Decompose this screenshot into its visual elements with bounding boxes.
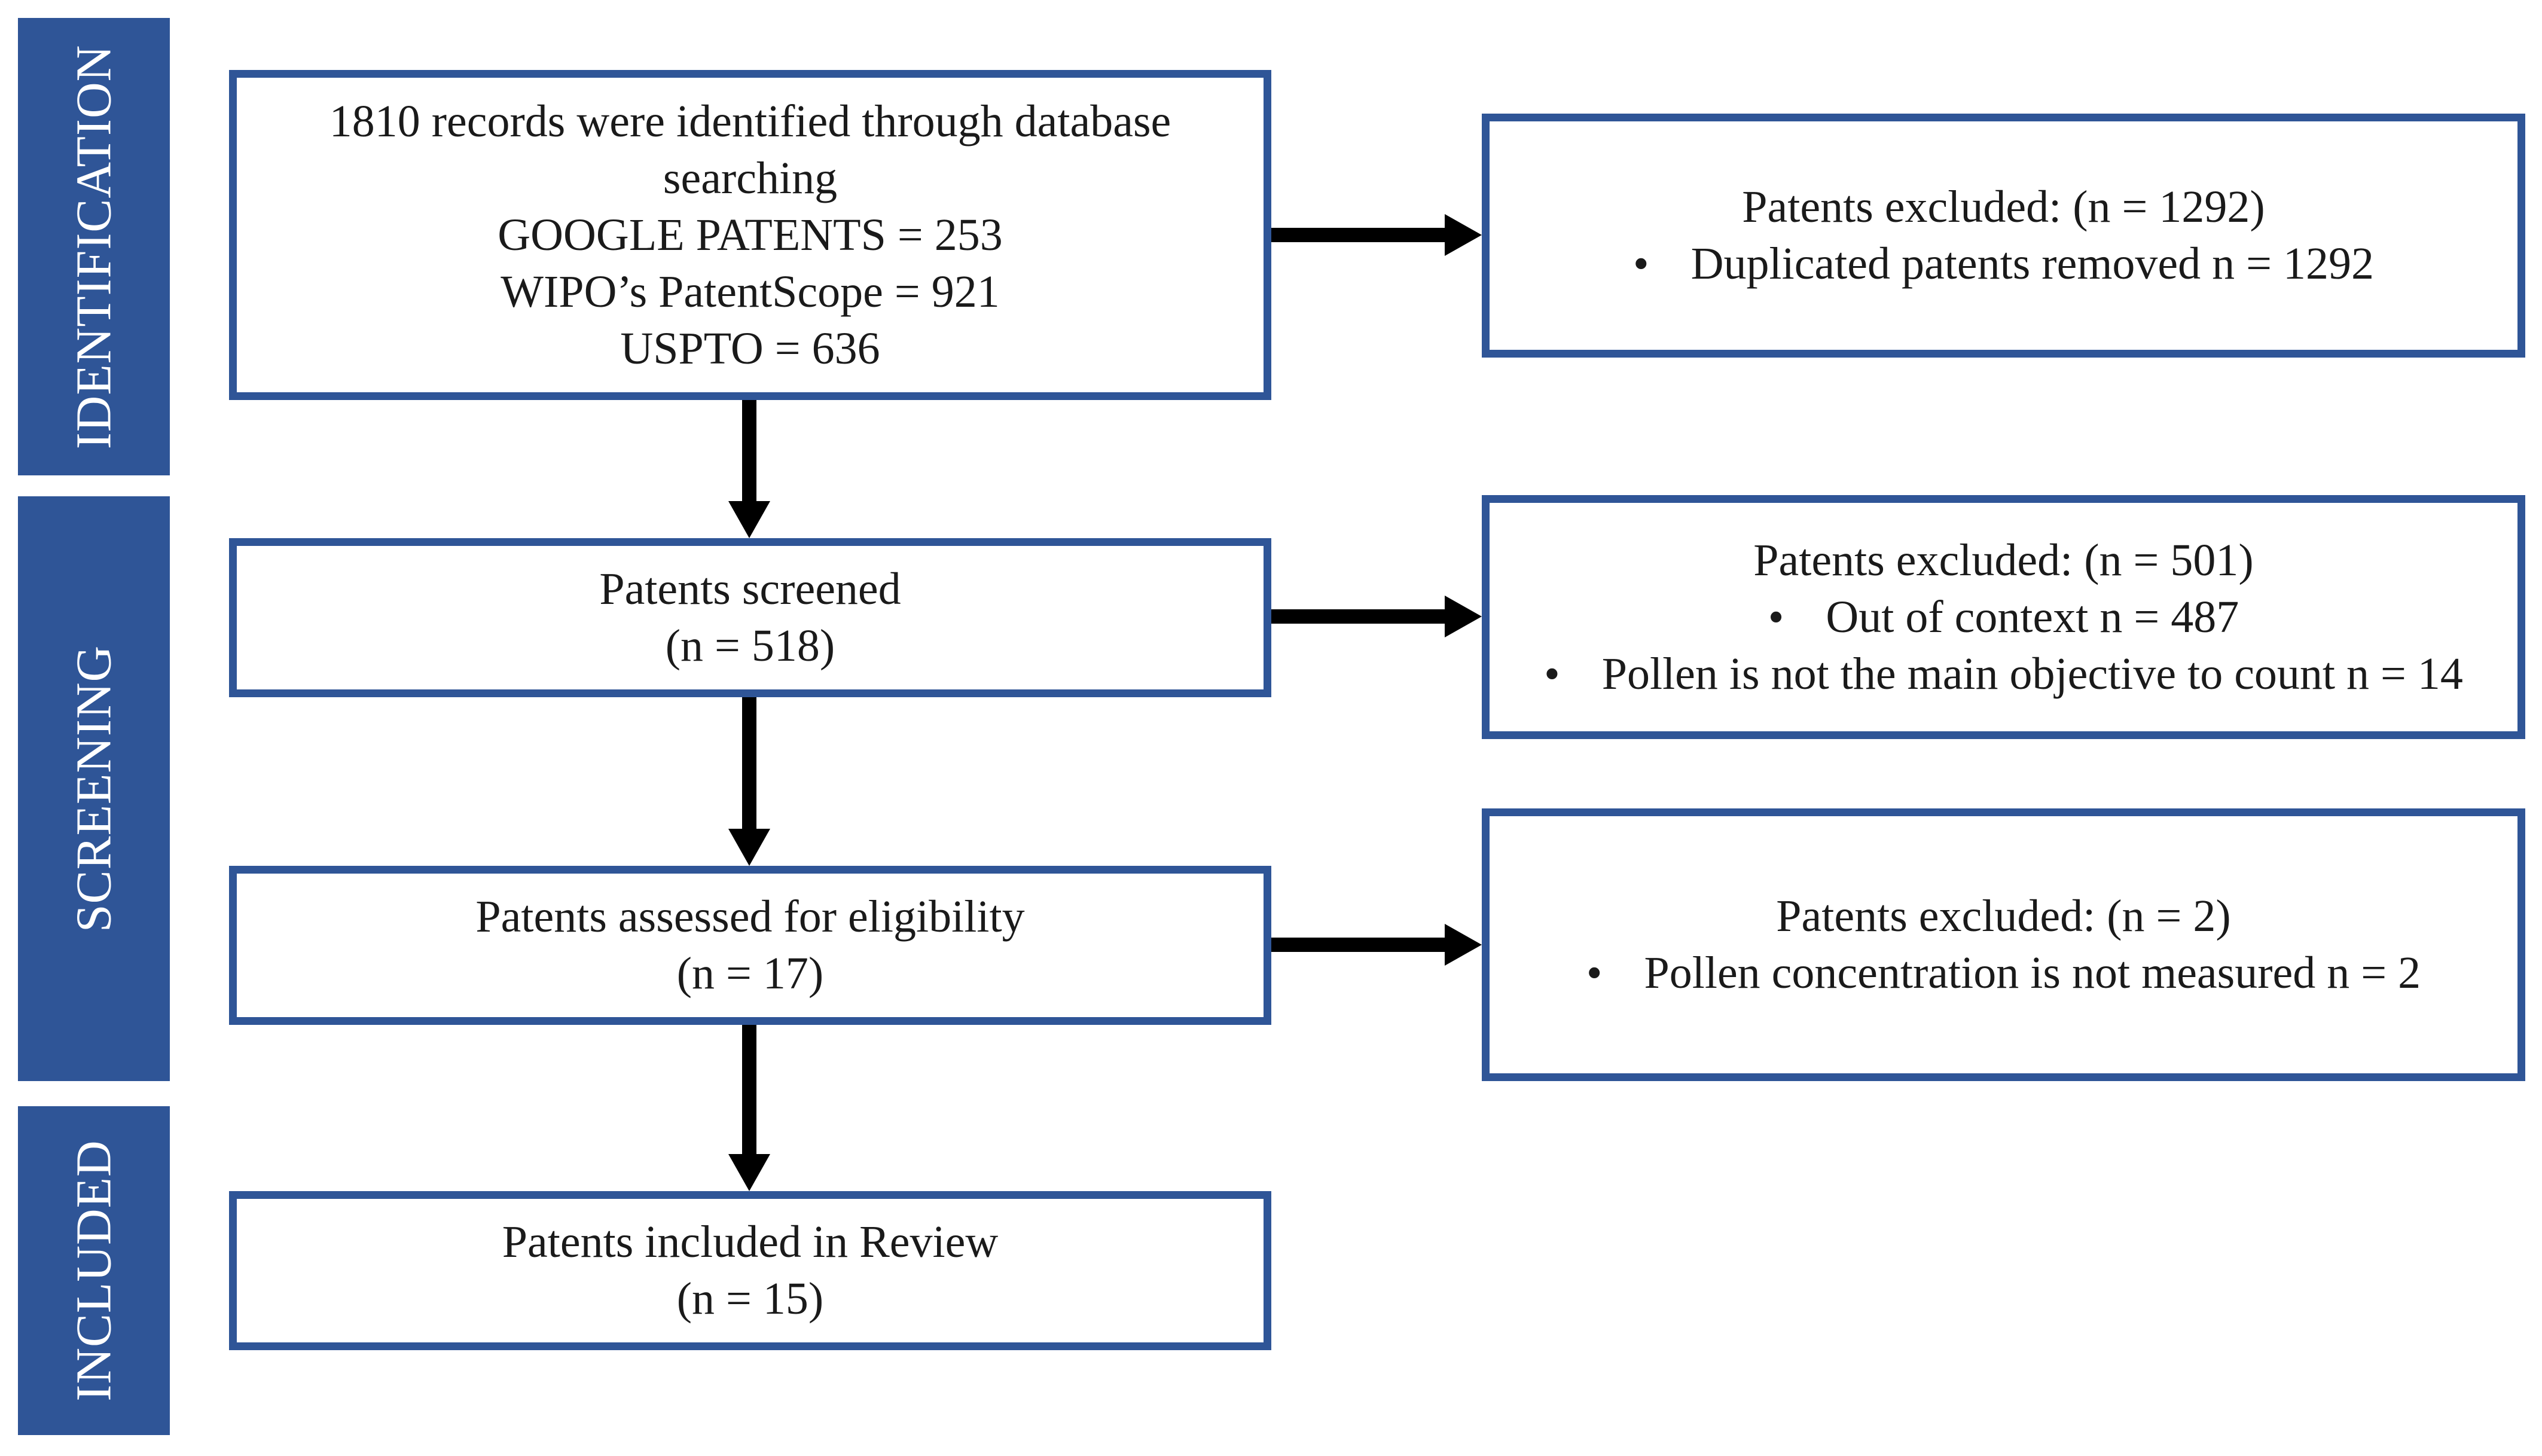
phase-identification: IDENTIFICATION [18,18,170,475]
arrow-screened-to-eligibility [728,697,770,866]
eligibility-title: Patents assessed for eligibility [475,892,1025,942]
excluded-duplicates-box: Patents excluded: (n = 1292) Duplicated … [1482,114,2525,358]
arrow-to-excluded-duplicates [1271,214,1482,256]
excluded-screening-bullet-1: Out of context n = 487 [1768,589,2239,646]
excluded-eligibility-title: Patents excluded: (n = 2) [1776,891,2231,941]
arrow-to-excluded-screening [1271,596,1482,637]
arrow-eligibility-to-included [728,1025,770,1191]
excluded-eligibility-box: Patents excluded: (n = 2) Pollen concent… [1482,808,2525,1081]
screened-box: Patents screened (n = 518) [229,538,1271,697]
identified-line-1: 1810 records were identified through dat… [329,96,1171,146]
excluded-eligibility-bullet: Pollen concentration is not measured n =… [1586,945,2421,1002]
phase-included: INCLUDED [18,1106,170,1435]
excluded-screening-bullet-2: Pollen is not the main objective to coun… [1544,646,2463,703]
identified-line-3: GOOGLE PATENTS = 253 [498,209,1003,260]
screened-count: (n = 518) [665,621,835,671]
eligibility-count: (n = 17) [676,948,824,999]
screened-title: Patents screened [599,564,901,614]
excluded-screening-title: Patents excluded: (n = 501) [1753,535,2254,585]
included-count: (n = 15) [676,1274,824,1324]
excluded-screening-box: Patents excluded: (n = 501) Out of conte… [1482,495,2525,739]
identified-line-5: USPTO = 636 [620,323,880,374]
arrow-to-excluded-eligibility [1271,924,1482,966]
included-title: Patents included in Review [502,1217,999,1267]
identified-records-box: 1810 records were identified through dat… [229,70,1271,400]
identified-line-2: searching [663,152,838,203]
excluded-duplicates-bullet: Duplicated patents removed n = 1292 [1633,236,2374,292]
identified-line-4: WIPO’s PatentScope = 921 [501,266,1000,317]
arrow-identified-to-screened [728,400,770,538]
phase-screening: SCREENING [18,496,170,1081]
included-box: Patents included in Review (n = 15) [229,1191,1271,1350]
excluded-duplicates-title: Patents excluded: (n = 1292) [1742,182,2265,232]
eligibility-box: Patents assessed for eligibility (n = 17… [229,866,1271,1025]
